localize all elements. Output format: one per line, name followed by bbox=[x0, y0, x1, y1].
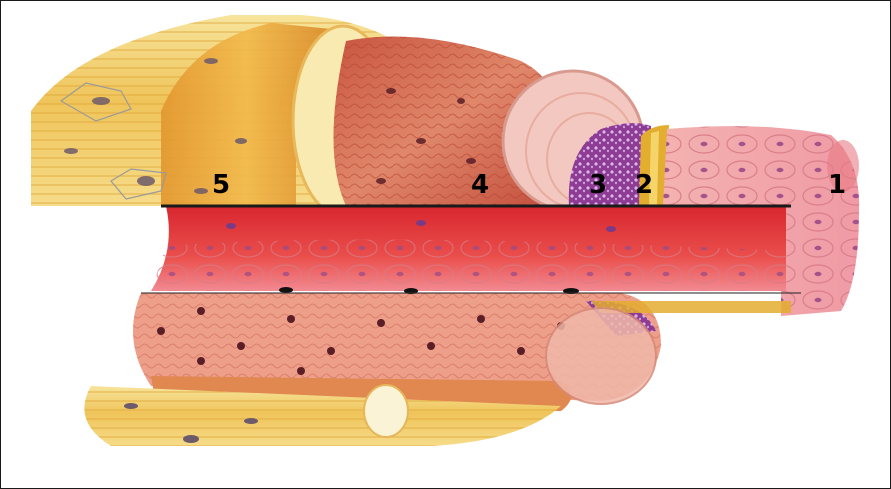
label-layer-4: 4 bbox=[471, 172, 489, 198]
vessel-lumen bbox=[151, 206, 791, 291]
label-layer-5: 5 bbox=[212, 172, 230, 198]
label-layer-1: 1 bbox=[828, 172, 846, 198]
label-layer-2: 2 bbox=[635, 172, 653, 198]
lower-vessel-wall bbox=[84, 287, 801, 446]
label-layer-3: 3 bbox=[589, 172, 607, 198]
